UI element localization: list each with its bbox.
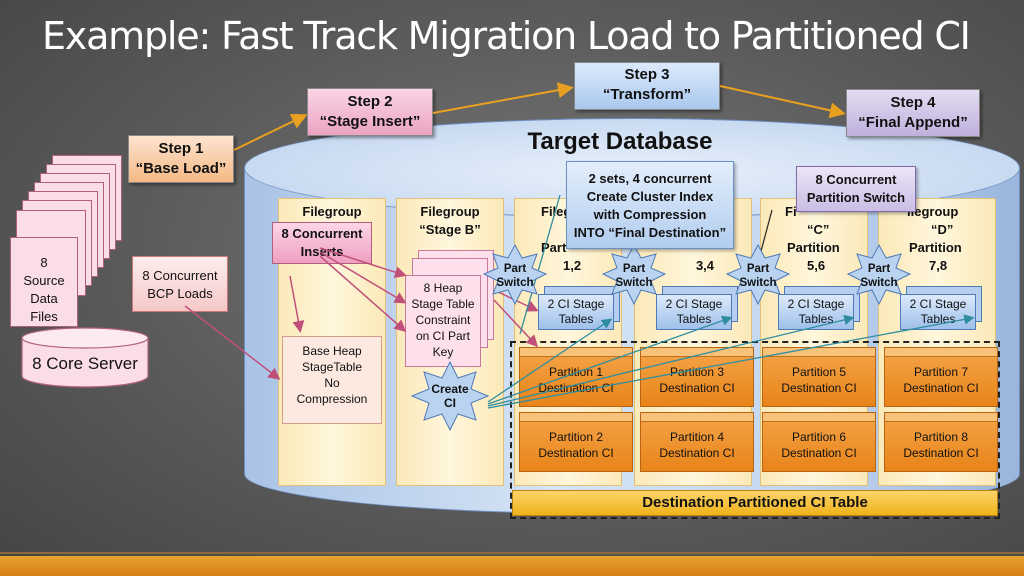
part-switch-label-3: Part Switch: [739, 263, 777, 289]
arrow-step3-step4: [719, 85, 846, 119]
step-2-name: “Stage Insert”: [319, 113, 421, 130]
step-3-number: Step 3: [624, 66, 670, 83]
step-1-number: Step 1: [158, 140, 204, 157]
step-1-box: Step 1 “Base Load”: [128, 135, 234, 183]
part-switch-burst-4: [846, 243, 912, 306]
partition-1: Partition 1 Destination CI: [519, 347, 633, 407]
line-switch-note: [759, 209, 773, 256]
step-1-name: “Base Load”: [135, 160, 227, 177]
heap-stage-table: 8 Heap Stage Table Constraint on CI Part…: [405, 275, 481, 367]
step-4-box: Step 4 “Final Append”: [846, 89, 980, 137]
server-cylinder-icon: [21, 327, 149, 388]
arrow-ci-2: [487, 315, 733, 405]
ci-stage-tables-1: 2 CI Stage Tables: [538, 294, 614, 330]
transform-note: 2 sets, 4 concurrent Create Cluster Inde…: [566, 161, 734, 249]
partition-4: Partition 4 Destination CI: [640, 412, 754, 472]
arrow-ci-1: [487, 318, 613, 403]
arrow-step2-step3: [432, 82, 574, 114]
line-transform-note: [519, 194, 561, 335]
arrow-bcp-baseheap: [184, 305, 281, 380]
step-4-name: “Final Append”: [858, 114, 968, 131]
arrow-step1-step2: [233, 114, 308, 151]
part-switch-label-2: Part Switch: [615, 263, 653, 289]
partition-2: Partition 2 Destination CI: [519, 412, 633, 472]
part-switch-label-1: Part Switch: [496, 263, 534, 289]
base-heap-stage-table: Base Heap StageTable No Compression: [282, 336, 382, 424]
arrow-inserts-stage-2: [319, 251, 407, 304]
part-switch-burst-2: [601, 243, 667, 306]
create-ci-burst: [410, 360, 490, 432]
ci-stage-tables-4: 2 CI Stage Tables: [900, 294, 976, 330]
step-3-box: Step 3 “Transform”: [574, 62, 720, 110]
partition-switch-note: 8 Concurrent Partition Switch: [796, 166, 916, 212]
destination-table-label: Destination Partitioned CI Table: [512, 490, 998, 516]
arrow-ci-4: [487, 314, 975, 409]
footer-line: [0, 552, 1024, 554]
step-3-name: “Transform”: [602, 86, 692, 103]
footer-bar: [0, 556, 1024, 576]
arrow-ci-3: [487, 314, 855, 407]
partition-5: Partition 5 Destination CI: [762, 347, 876, 407]
partition-8: Partition 8 Destination CI: [884, 412, 998, 472]
source-data-files: 8 Source Data Files: [10, 237, 78, 327]
slide-title: Example: Fast Track Migration Load to Pa…: [42, 14, 971, 58]
create-ci-label: Create CI: [431, 382, 469, 410]
step-2-box: Step 2 “Stage Insert”: [307, 88, 433, 136]
step-2-number: Step 2: [347, 93, 393, 110]
concurrent-bcp-loads: 8 Concurrent BCP Loads: [132, 256, 228, 312]
part-switch-label-4: Part Switch: [860, 263, 898, 289]
partition-3: Partition 3 Destination CI: [640, 347, 754, 407]
part-switch-burst-1: [482, 243, 548, 306]
server-label: 8 Core Server: [32, 354, 138, 373]
concurrent-inserts-box: 8 Concurrent Inserts: [272, 222, 372, 264]
arrow-inserts-base: [289, 275, 305, 333]
partition-7: Partition 7 Destination CI: [884, 347, 998, 407]
ci-stage-tables-2: 2 CI Stage Tables: [656, 294, 732, 330]
partition-6: Partition 6 Destination CI: [762, 412, 876, 472]
arrow-stage-ci-2: [493, 299, 539, 348]
ci-stage-tables-3: 2 CI Stage Tables: [778, 294, 854, 330]
arrow-inserts-stage-1: [319, 247, 407, 278]
target-database-title: Target Database: [527, 128, 713, 155]
step-4-number: Step 4: [890, 94, 936, 111]
arrow-inserts-stage-3: [319, 255, 407, 332]
part-switch-burst-3: [725, 243, 791, 306]
